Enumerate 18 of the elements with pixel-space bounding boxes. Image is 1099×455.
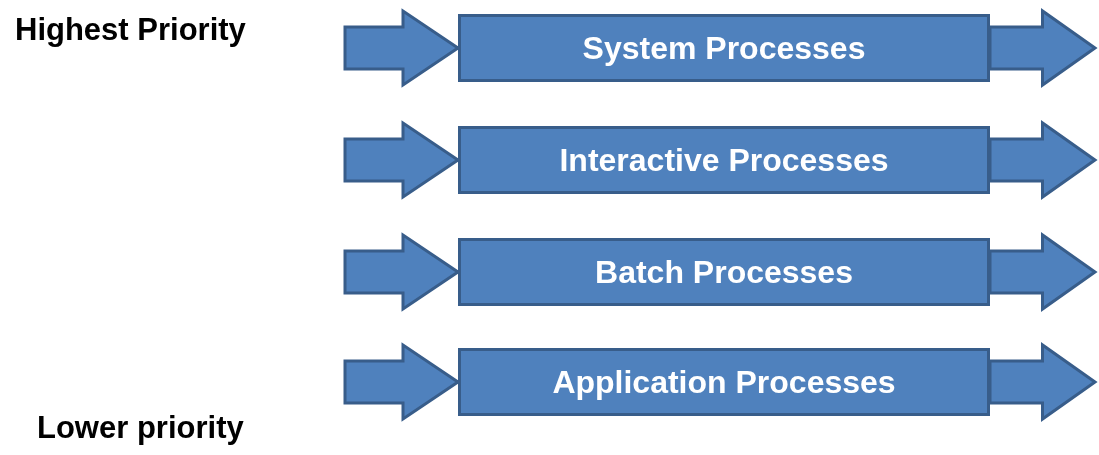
block-arrow <box>343 232 461 312</box>
process-label: Batch Processes <box>595 253 853 291</box>
process-label: Application Processes <box>552 363 896 401</box>
block-arrow <box>988 8 1098 88</box>
block-arrow <box>343 8 461 88</box>
block-arrow <box>988 342 1098 422</box>
block-arrow <box>988 232 1098 312</box>
priority-label: Highest Priority <box>15 12 246 48</box>
process-box <box>458 14 990 82</box>
process-box <box>458 238 990 306</box>
priority-label: Lower priority <box>37 410 244 446</box>
process-label: System Processes <box>582 29 866 67</box>
process-box <box>458 126 990 194</box>
block-arrow <box>343 120 461 200</box>
process-label: Interactive Processes <box>559 141 889 179</box>
block-arrow <box>343 342 461 422</box>
block-arrow <box>988 120 1098 200</box>
process-box <box>458 348 990 416</box>
